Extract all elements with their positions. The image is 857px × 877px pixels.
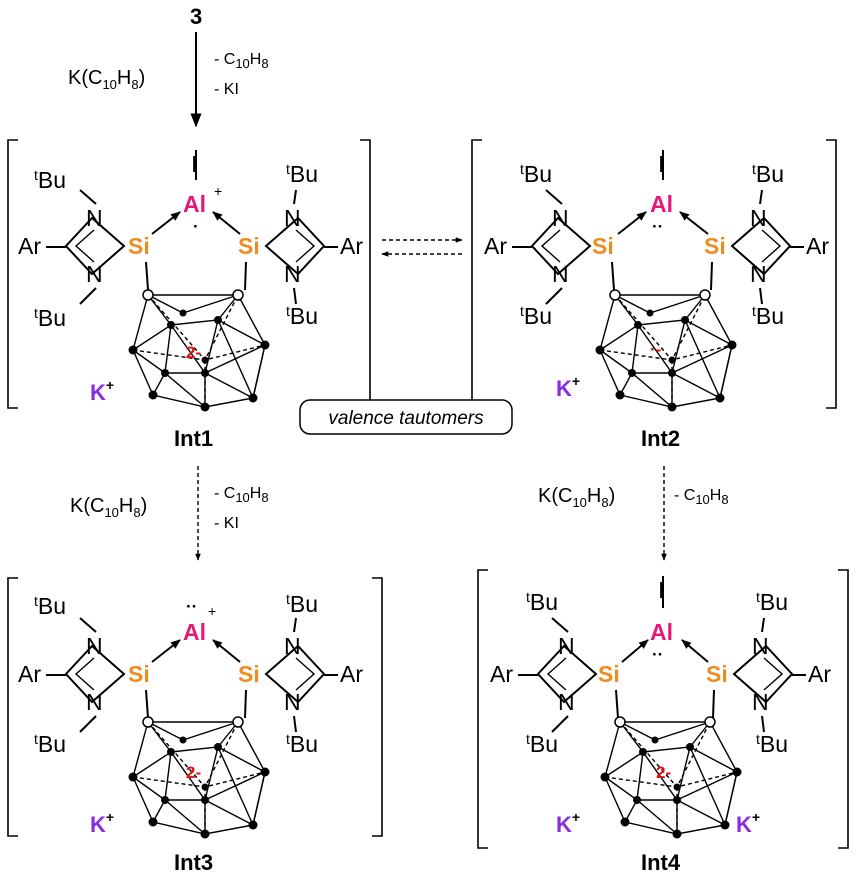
svg-text:N: N xyxy=(750,261,767,287)
svg-text:Si: Si xyxy=(598,661,620,687)
svg-text:N: N xyxy=(752,633,769,659)
svg-text:2-: 2- xyxy=(186,343,201,362)
svg-text:N: N xyxy=(86,633,103,659)
svg-text:Ar: Ar xyxy=(808,661,831,687)
svg-text:Al: Al xyxy=(183,191,206,217)
svg-text:tBu: tBu xyxy=(286,161,318,187)
svg-text:tBu: tBu xyxy=(756,589,788,615)
step3-reagent: K(C10H8) xyxy=(538,485,615,510)
svg-text:Si: Si xyxy=(706,661,728,687)
svg-text:N: N xyxy=(284,205,301,231)
int1-structure: I Al + · Si N N Ar tBu tBu Si N N Ar tBu… xyxy=(7,139,371,413)
svg-text:Ar: Ar xyxy=(806,233,829,259)
svg-text:tBu: tBu xyxy=(34,593,66,619)
svg-text:Al: Al xyxy=(650,619,673,645)
svg-text:N: N xyxy=(86,205,103,231)
step1-loss2: - KI xyxy=(214,81,239,98)
svg-text:Ar: Ar xyxy=(18,233,41,259)
svg-text:tBu: tBu xyxy=(526,589,558,615)
svg-text:Si: Si xyxy=(128,661,150,687)
svg-text:+: + xyxy=(214,183,222,199)
svg-text:valence tautomers: valence tautomers xyxy=(328,408,484,429)
svg-text:tBu: tBu xyxy=(520,303,552,329)
svg-text:N: N xyxy=(86,689,103,715)
step3-loss1: - C10H8 xyxy=(674,487,729,507)
svg-text:N: N xyxy=(752,689,769,715)
svg-text:tBu: tBu xyxy=(286,591,318,617)
step2-loss2: - KI xyxy=(214,515,239,532)
tautomer-equilibrium-arrows xyxy=(381,237,463,257)
svg-text:Si: Si xyxy=(592,233,614,259)
int1-label: Int1 xyxy=(174,426,213,451)
step1-loss1: - C10H8 xyxy=(214,51,269,71)
svg-text:··: ·· xyxy=(652,645,663,664)
svg-text:Ar: Ar xyxy=(340,233,363,259)
svg-text:Si: Si xyxy=(704,233,726,259)
svg-text:Ar: Ar xyxy=(490,661,513,687)
svg-text:tBu: tBu xyxy=(34,731,66,757)
svg-text:Si: Si xyxy=(238,661,260,687)
svg-text:tBu: tBu xyxy=(756,731,788,757)
svg-text:·: · xyxy=(193,217,199,236)
svg-text:N: N xyxy=(284,689,301,715)
step2-loss1: - C10H8 xyxy=(214,485,269,505)
svg-text:K+: K+ xyxy=(556,373,580,401)
svg-text:tBu: tBu xyxy=(286,303,318,329)
svg-text:··: ·· xyxy=(652,217,663,236)
svg-text:Al: Al xyxy=(650,191,673,217)
svg-text:tBu: tBu xyxy=(34,305,66,331)
step1-reagent: K(C10H8) xyxy=(68,67,145,92)
valence-tautomers-box: valence tautomers xyxy=(299,399,513,435)
int2-label: Int2 xyxy=(641,426,680,451)
svg-text:I: I xyxy=(191,151,197,177)
svg-text:tBu: tBu xyxy=(526,731,558,757)
svg-text:N: N xyxy=(284,633,301,659)
svg-text:N: N xyxy=(558,689,575,715)
svg-text:K+: K+ xyxy=(736,809,760,837)
svg-text:K+: K+ xyxy=(556,809,580,837)
svg-text:N: N xyxy=(552,261,569,287)
svg-text:Si: Si xyxy=(238,233,260,259)
svg-text:N: N xyxy=(558,633,575,659)
svg-text:tBu: tBu xyxy=(286,731,318,757)
svg-text:Ar: Ar xyxy=(340,661,363,687)
svg-text:N: N xyxy=(284,261,301,287)
svg-text:N: N xyxy=(86,261,103,287)
svg-text:tBu: tBu xyxy=(752,303,784,329)
int4-structure: I Al ·· Si N N Ar tBu tBu Si N N Ar tBu … xyxy=(477,569,849,849)
svg-text:Si: Si xyxy=(128,233,150,259)
svg-text:Ar: Ar xyxy=(484,233,507,259)
svg-text:·-: ·- xyxy=(650,340,661,359)
int2-structure: I Al ·· Si N N Ar tBu tBu Si N N Ar tBu … xyxy=(471,139,837,413)
svg-text:K+: K+ xyxy=(90,809,114,837)
step2-reagent: K(C10H8) xyxy=(70,495,147,520)
svg-text:N: N xyxy=(750,205,767,231)
svg-text:I: I xyxy=(658,151,664,177)
svg-text:tBu: tBu xyxy=(520,161,552,187)
int3-label: Int3 xyxy=(174,850,213,875)
svg-text:Al: Al xyxy=(183,619,206,645)
compound-3-label: 3 xyxy=(190,4,202,29)
svg-text:2-: 2- xyxy=(656,763,671,782)
svg-text:··: ·· xyxy=(186,597,197,616)
int3-structure: ·· Al + Si N N Ar tBu tBu Si N N Ar tBu … xyxy=(7,577,383,840)
svg-text:K+: K+ xyxy=(90,377,114,405)
svg-text:tBu: tBu xyxy=(34,167,66,193)
svg-text:N: N xyxy=(552,205,569,231)
svg-text:2-: 2- xyxy=(186,763,201,782)
int4-label: Int4 xyxy=(641,850,681,875)
svg-text:+: + xyxy=(208,603,216,619)
svg-text:Ar: Ar xyxy=(18,661,41,687)
svg-text:I: I xyxy=(658,577,664,603)
svg-text:tBu: tBu xyxy=(752,161,784,187)
